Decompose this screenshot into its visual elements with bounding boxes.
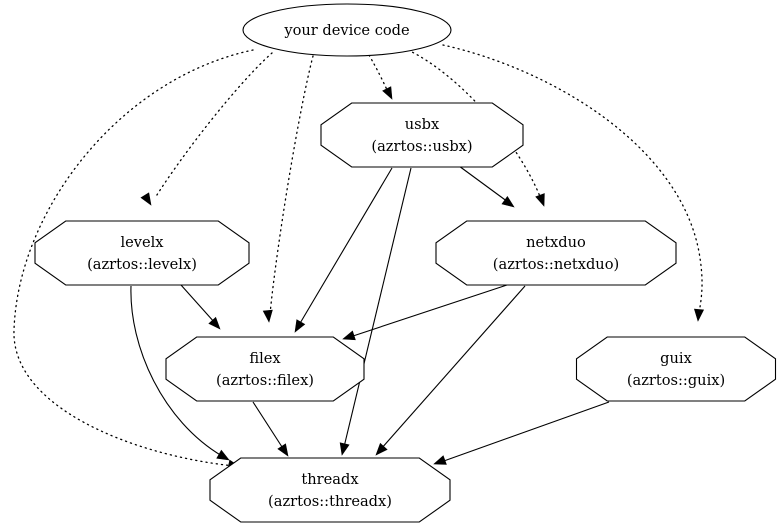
arrowhead-usbx-netxduo: [501, 195, 515, 208]
arrowhead-device-netxduo: [535, 193, 545, 207]
edge-line-guix-threadx: [440, 401, 610, 463]
edge-line-device-usbx: [368, 54, 389, 93]
edge-guix-to-threadx: [433, 401, 610, 465]
arrowhead-device-levelx: [140, 192, 152, 206]
edge-line-usbx-netxduo: [458, 165, 509, 203]
arrowhead-guix-threadx: [433, 455, 447, 465]
edge-netxduo-to-filex: [342, 284, 508, 341]
node-shape-usbx[interactable]: [320, 102, 524, 168]
node-device[interactable]: your device code: [242, 3, 452, 57]
node-shape-levelx[interactable]: [34, 220, 250, 286]
arrowhead-device-filex: [262, 309, 273, 323]
edge-device-to-levelx: [140, 52, 273, 206]
edge-line-usbx-threadx: [343, 167, 412, 448]
node-shape-device[interactable]: [242, 3, 452, 57]
node-netxduo[interactable]: netxduo(azrtos::netxduo): [435, 220, 677, 286]
arrowhead-netxduo-threadx: [375, 442, 388, 456]
node-levelx[interactable]: levelx(azrtos::levelx): [34, 220, 250, 286]
edge-line-device-netxduo: [407, 49, 542, 200]
edge-line-device-levelx: [154, 52, 273, 199]
node-shape-threadx[interactable]: [209, 457, 451, 523]
node-usbx[interactable]: usbx(azrtos::usbx): [320, 102, 524, 168]
arrowhead-usbx-filex: [294, 319, 306, 333]
edge-line-device-filex: [269, 55, 314, 315]
nodes-layer: your device codeusbx(azrtos::usbx)levelx…: [34, 3, 777, 523]
node-label-guix-name: guix: [660, 350, 692, 367]
arrowhead-levelx-threadx: [216, 449, 230, 461]
node-threadx[interactable]: threadx(azrtos::threadx): [209, 457, 451, 523]
edge-usbx-to-netxduo: [458, 165, 515, 208]
node-guix[interactable]: guix(azrtos::guix): [575, 336, 777, 402]
edge-line-netxduo-threadx: [380, 285, 526, 450]
node-label-threadx-namespace: (azrtos::threadx): [268, 493, 392, 510]
arrowhead-device-guix: [694, 308, 705, 322]
edge-device-to-netxduo: [407, 49, 545, 207]
node-label-filex-name: filex: [249, 350, 281, 367]
arrowhead-device-usbx: [382, 86, 393, 100]
edge-levelx-to-threadx: [130, 285, 230, 461]
node-label-guix-namespace: (azrtos::guix): [627, 372, 725, 389]
node-label-filex-namespace: (azrtos::filex): [216, 372, 314, 389]
edge-line-usbx-filex: [298, 167, 393, 326]
node-label-levelx-namespace: (azrtos::levelx): [87, 256, 197, 273]
edge-usbx-to-filex: [294, 167, 393, 333]
edge-line-levelx-threadx: [130, 285, 223, 457]
edge-line-device-threadx: [13, 49, 254, 467]
edge-device-to-usbx: [368, 54, 393, 100]
arrowhead-netxduo-filex: [342, 330, 356, 341]
node-label-netxduo-namespace: (azrtos::netxduo): [493, 256, 619, 273]
arrowhead-usbx-threadx: [339, 442, 350, 456]
node-label-threadx-name: threadx: [301, 471, 359, 488]
edge-usbx-to-threadx: [339, 167, 412, 456]
edge-line-levelx-filex: [180, 284, 216, 324]
node-shape-netxduo[interactable]: [435, 220, 677, 286]
edges-layer: [13, 44, 705, 470]
node-shape-filex[interactable]: [165, 336, 365, 402]
edge-levelx-to-filex: [180, 284, 221, 330]
node-label-usbx-name: usbx: [405, 116, 440, 133]
node-label-levelx-name: levelx: [120, 234, 164, 251]
node-label-netxduo-name: netxduo: [526, 234, 586, 251]
arrowhead-filex-threadx: [277, 443, 289, 457]
node-label-usbx-namespace: (azrtos::usbx): [371, 138, 472, 155]
node-filex[interactable]: filex(azrtos::filex): [165, 336, 365, 402]
edge-device-to-guix: [442, 44, 705, 322]
arrowhead-levelx-filex: [208, 316, 221, 330]
edge-line-netxduo-filex: [349, 284, 508, 338]
node-label-device-name: your device code: [283, 22, 409, 39]
node-shape-guix[interactable]: [575, 336, 777, 402]
edge-line-filex-threadx: [252, 401, 285, 451]
edge-device-to-filex: [262, 55, 314, 323]
edge-netxduo-to-threadx: [375, 285, 526, 456]
edge-filex-to-threadx: [252, 401, 289, 457]
